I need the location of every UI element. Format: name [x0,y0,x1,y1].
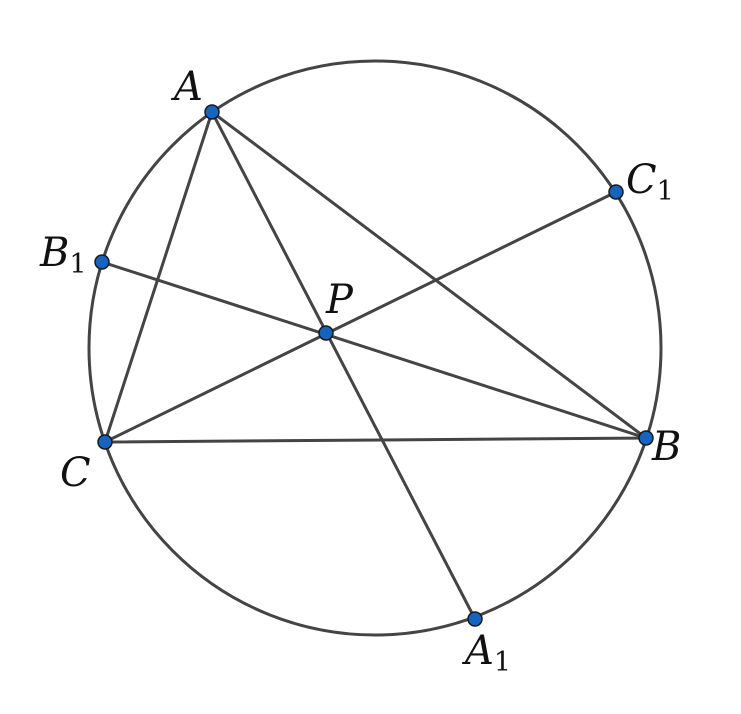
label-C1: C1 [626,157,674,207]
segment-AC [103,110,214,444]
point-A [204,104,220,120]
label-P-letter: P [325,277,354,323]
segment-AA1 [210,110,477,621]
label-C: C [60,450,91,496]
label-B1: B1 [39,230,87,280]
point-B [638,430,654,446]
label-C1-subscript: 1 [657,176,674,207]
label-C1-letter: C [626,157,657,203]
label-P: P [325,277,354,323]
label-A1-letter: A [461,628,494,674]
label-B1-letter: B [39,230,69,276]
segment-BB1 [100,260,648,440]
label-A-letter: A [170,64,203,110]
label-A1-subscript: 1 [494,647,511,678]
label-B: B [651,424,681,470]
segment-CB [103,436,648,444]
segment-CC1 [103,190,618,444]
label-C-letter: C [60,450,91,496]
label-B-letter: B [651,424,681,470]
point-C [97,434,113,450]
point-P [318,325,334,341]
label-A: A [170,64,203,110]
point-B1 [94,254,110,270]
label-B1-subscript: 1 [69,249,86,280]
label-A1: A1 [461,628,511,678]
point-A1 [467,611,483,627]
point-C1 [608,184,624,200]
circumcircle [87,59,663,637]
segment-AB [210,110,648,440]
